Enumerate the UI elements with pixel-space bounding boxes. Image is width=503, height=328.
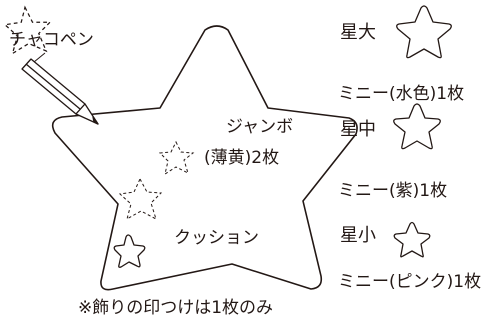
jumbo-label-line1: ジャンボ: [226, 117, 294, 137]
footnote: ※飾りの印つけは1枚のみ: [78, 298, 274, 318]
legend-size-large: 星大: [340, 22, 376, 43]
jumbo-star-outline: [51, 25, 358, 291]
jumbo-label-line2: (薄黄)2枚: [204, 148, 280, 168]
legend-star-large-icon: [396, 5, 452, 59]
dashed-star-1: [3, 5, 52, 55]
small-star-inside: [113, 234, 146, 268]
dashed-star-3: [118, 177, 163, 221]
dashed-star-2: [158, 140, 195, 176]
legend-material-large: ミニー(水色)1枚: [338, 84, 465, 104]
legend-size-small: 星小: [340, 225, 376, 246]
pencil-icon: [21, 58, 99, 125]
legend-star-small-icon: [393, 221, 431, 258]
pen-label: チャコペン: [9, 30, 94, 50]
legend-material-small: ミニー(ピンク)1枚: [338, 272, 482, 292]
legend-size-medium: 星中: [340, 119, 376, 140]
cushion-label: クッション: [174, 228, 259, 248]
legend-star-medium-icon: [393, 103, 441, 150]
legend-material-medium: ミニー(紫)1枚: [338, 181, 448, 201]
pen-leader-line: [33, 52, 46, 63]
